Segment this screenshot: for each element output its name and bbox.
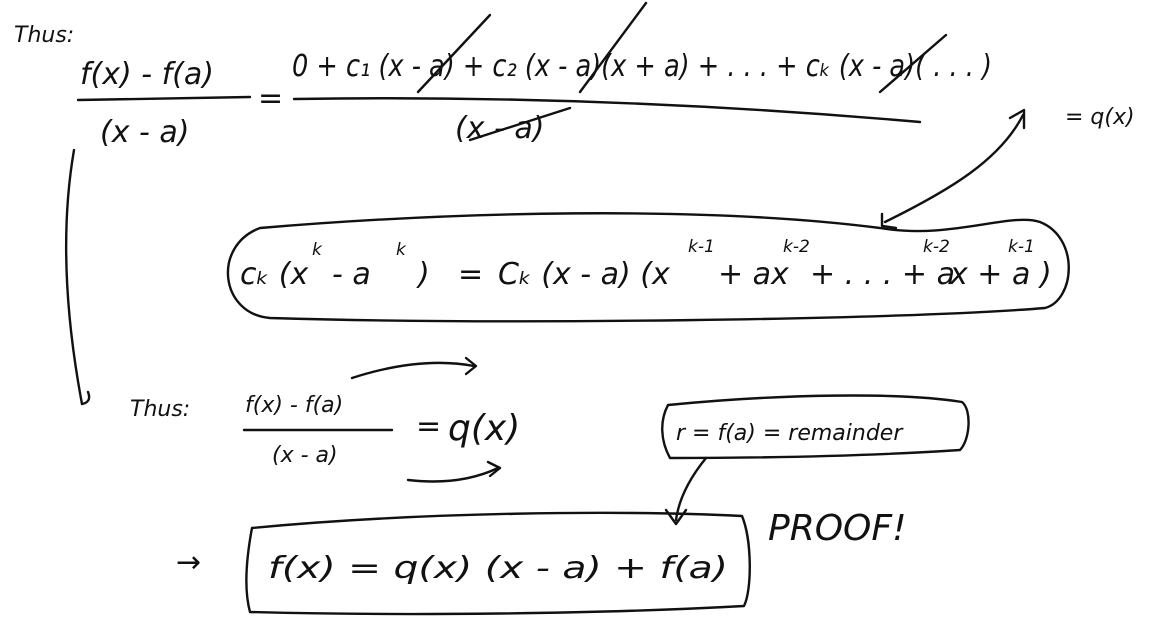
proof-label: PROOF! xyxy=(768,508,907,549)
remainder-note: r = f(a) = remainder xyxy=(661,394,970,526)
eq2-exp-k2b: k-2 xyxy=(923,237,950,257)
eq2-exp-k1: k-1 xyxy=(688,237,715,257)
eq2-lhs-mid-exp: k xyxy=(396,240,407,260)
eq2-lhs-close: ) xyxy=(416,257,430,292)
eq1-lhs-denominator: (x - a) xyxy=(100,115,189,150)
expansion-arrow xyxy=(883,113,1025,224)
left-bracket-hook xyxy=(80,390,91,406)
eq1-lhs-fraction-bar xyxy=(76,95,252,102)
eq2-exp-k1b: k-1 xyxy=(1008,237,1035,257)
eq2-rhs-b: + ax xyxy=(718,257,789,292)
eq1-lhs-numerator: f(x) - f(a) xyxy=(80,57,214,92)
eq3-rhs: q(x) xyxy=(448,408,520,449)
remainder-arrow xyxy=(674,456,708,522)
cancel-slash-3 xyxy=(878,33,948,94)
swap-arrow-top xyxy=(350,361,476,380)
swap-arrow-bottom xyxy=(406,466,500,483)
cancel-slash-4 xyxy=(468,106,572,142)
swap-arrow-top-head xyxy=(464,356,478,376)
label-thus-top: Thus: xyxy=(14,23,74,48)
label-thus-middle: Thus: xyxy=(130,397,190,422)
equation-2-outline xyxy=(226,212,1070,323)
eq2-lhs-mid: - a xyxy=(332,257,371,292)
eq3-numerator: f(x) - f(a) xyxy=(245,393,343,418)
equation-1: f(x) - f(a) (x - a) = 0 + c₁ (x - a) + c… xyxy=(76,1,1135,150)
eq1-rhs-fraction-bar xyxy=(292,97,922,124)
eq2-lhs-exp: k xyxy=(312,240,323,260)
cancel-slash-1 xyxy=(416,13,492,94)
eq2-rhs-a: Cₖ (x - a) (x xyxy=(498,257,670,292)
eq2-rhs-e: ) xyxy=(1038,257,1052,292)
eq3-equals: = xyxy=(416,409,441,444)
final-arrow: → xyxy=(176,545,201,580)
eq1-rhs-numerator: 0 + c₁ (x - a) + c₂ (x - a)(x + a) + . .… xyxy=(292,49,992,84)
eq1-rhs-denominator: (x - a) xyxy=(455,111,544,146)
equation-3: f(x) - f(a) (x - a) = q(x) xyxy=(242,356,520,483)
final-equation-box: → f(x) = q(x) (x - a) + f(a) xyxy=(176,511,751,616)
eq2-lhs: cₖ (x xyxy=(240,257,309,292)
remainder-note-text: r = f(a) = remainder xyxy=(676,421,904,446)
eq2-exp-k2: k-2 xyxy=(783,237,810,257)
equation-2-box: cₖ (x k - a k ) = Cₖ (x - a) (x k-1 + ax… xyxy=(226,212,1070,323)
eq2-rhs-c: + . . . + a xyxy=(810,257,955,292)
eq2-equals: = xyxy=(458,257,483,292)
eq1-equals: = xyxy=(258,81,283,116)
cancel-slash-2 xyxy=(578,1,648,94)
eq3-denominator: (x - a) xyxy=(272,443,338,468)
eq2-rhs-d: x + a xyxy=(949,257,1030,292)
eq1-result: = q(x) xyxy=(1065,105,1135,130)
left-bracket-line xyxy=(64,148,84,406)
final-equation-text: f(x) = q(x) (x - a) + f(a) xyxy=(268,551,728,586)
expansion-arrow-tail xyxy=(880,212,898,230)
remainder-note-outline xyxy=(661,394,970,460)
expansion-arrow-head xyxy=(1008,108,1026,130)
swap-arrow-bottom-head xyxy=(486,460,502,478)
final-equation-outline xyxy=(245,511,751,616)
